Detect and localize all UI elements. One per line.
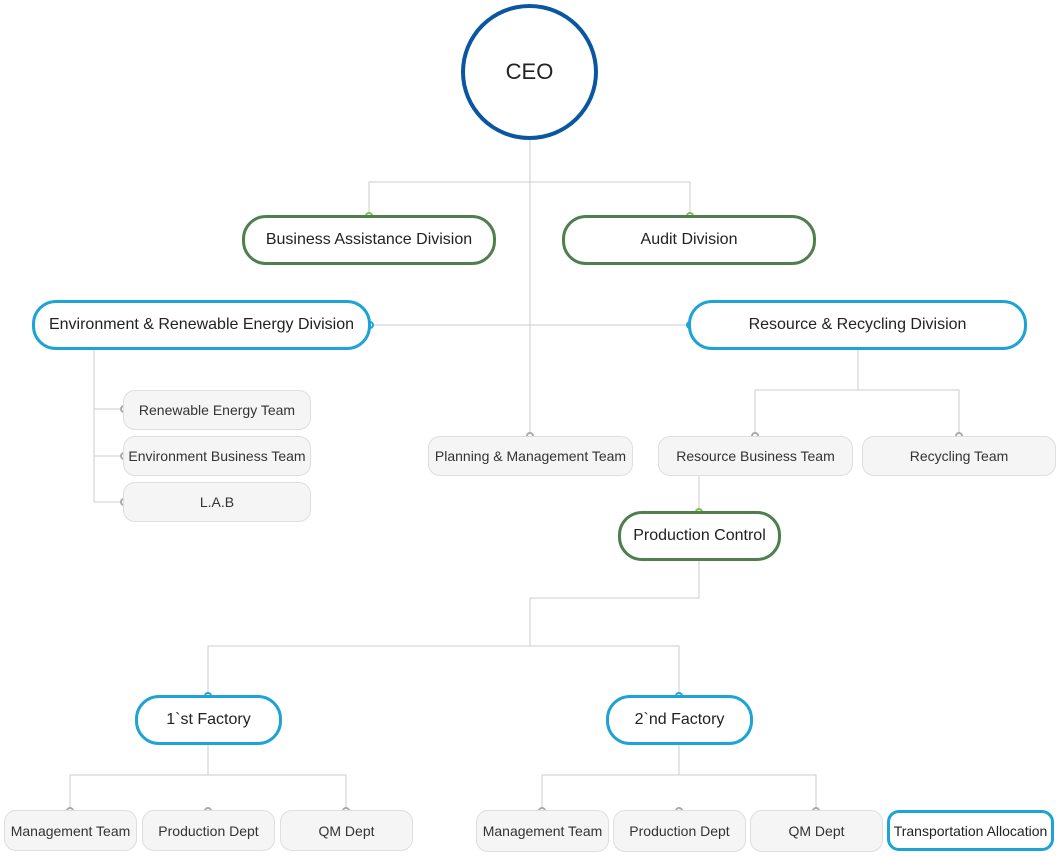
transportation-allocation: Transportation Allocation	[887, 810, 1054, 851]
lab-team: L.A.B	[123, 482, 311, 522]
renewable-energy-team: Renewable Energy Team	[123, 390, 311, 430]
f1-production-dept: Production Dept	[142, 810, 275, 851]
f2-production-dept: Production Dept	[613, 810, 746, 852]
ceo-node: CEO	[461, 4, 598, 140]
f1-management-team: Management Team	[4, 810, 137, 851]
environment-business-team: Environment Business Team	[123, 436, 311, 476]
business-assistance-division: Business Assistance Division	[242, 215, 496, 265]
first-factory: 1`st Factory	[135, 695, 282, 745]
planning-management-team: Planning & Management Team	[428, 436, 633, 476]
environment-division: Environment & Renewable Energy Division	[32, 300, 371, 350]
recycling-team: Recycling Team	[862, 436, 1056, 476]
f2-qm-dept: QM Dept	[750, 810, 883, 852]
resource-division: Resource & Recycling Division	[688, 300, 1027, 350]
audit-division: Audit Division	[562, 215, 816, 265]
resource-business-team: Resource Business Team	[658, 436, 853, 476]
f1-qm-dept: QM Dept	[280, 810, 413, 851]
production-control: Production Control	[618, 511, 781, 561]
f2-management-team: Management Team	[476, 810, 609, 852]
second-factory: 2`nd Factory	[606, 695, 753, 745]
